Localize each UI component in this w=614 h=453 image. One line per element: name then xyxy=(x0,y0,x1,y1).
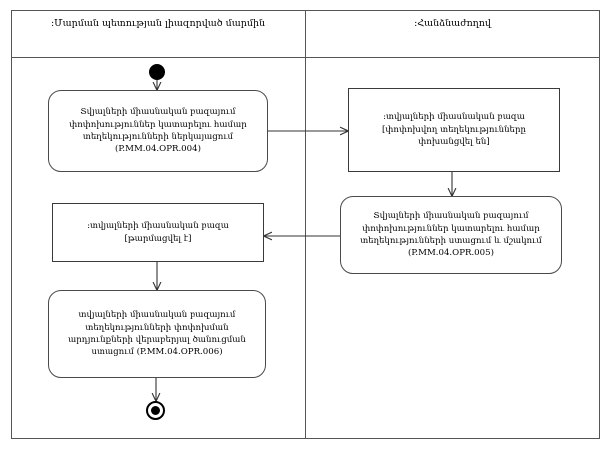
action-node-opr004[interactable]: Տվյալների միասնական բազայում փոփոխությու… xyxy=(48,90,268,172)
object-updated-line-2: [թարմացվել է] xyxy=(124,233,192,244)
swimlane-title-right: :Հանձնաժողով xyxy=(414,18,491,29)
object-sent-line-1: :տվյալների միասնական բազա xyxy=(383,112,525,123)
action-opr005-line-1: Տվյալների միասնական բազայում xyxy=(373,211,529,222)
action-opr004-line-2: փոփոխություններ կատարելու համար xyxy=(69,119,247,130)
action-opr006-line-2: տեղեկությունների փոփոխման xyxy=(85,322,229,333)
action-opr004-line-4: (P.MM.04.OPR.004) xyxy=(115,144,201,155)
action-opr006-line-3: արդյունքների վերաբերյալ ծանուցման xyxy=(68,335,246,345)
action-opr004-line-3: տեղեկությունների ներկայացում xyxy=(82,132,234,142)
swimlane-vertical-divider xyxy=(305,10,306,439)
object-sent-line-3: փոխանցվել են] xyxy=(418,137,490,148)
object-node-data-updated[interactable]: :տվյալների միասնական բազա [թարմացվել է] xyxy=(52,203,264,262)
swimlane-title-left: :Մարման պետության լիազորված մարմին xyxy=(50,18,266,29)
final-node[interactable] xyxy=(146,401,165,420)
action-opr006-line-1: տվյալների միասնական բազայում xyxy=(78,310,236,321)
object-sent-line-2: [փոփոխվող տեղեկությունները xyxy=(382,124,526,135)
action-opr006-line-4: ստացում (P.MM.04.OPR.006) xyxy=(91,347,223,358)
object-node-data-sent[interactable]: :տվյալների միասնական բազա [փոփոխվող տեղե… xyxy=(348,88,560,172)
action-opr005-line-3: տեղեկությունների ստացում և մշակում xyxy=(360,236,542,246)
object-updated-line-1: :տվյալների միասնական բազա xyxy=(87,221,229,232)
initial-node[interactable] xyxy=(149,64,165,80)
action-node-opr006[interactable]: տվյալների միասնական բազայում տեղեկությու… xyxy=(48,290,266,378)
action-opr004-line-1: Տվյալների միասնական բազայում xyxy=(80,107,236,118)
action-node-opr005[interactable]: Տվյալների միասնական բազայում փոփոխությու… xyxy=(340,196,562,274)
action-opr005-line-2: փոփոխություններ կատարելու համար xyxy=(362,223,540,234)
action-opr005-line-4: (P.MM.04.OPR.005) xyxy=(408,248,494,259)
